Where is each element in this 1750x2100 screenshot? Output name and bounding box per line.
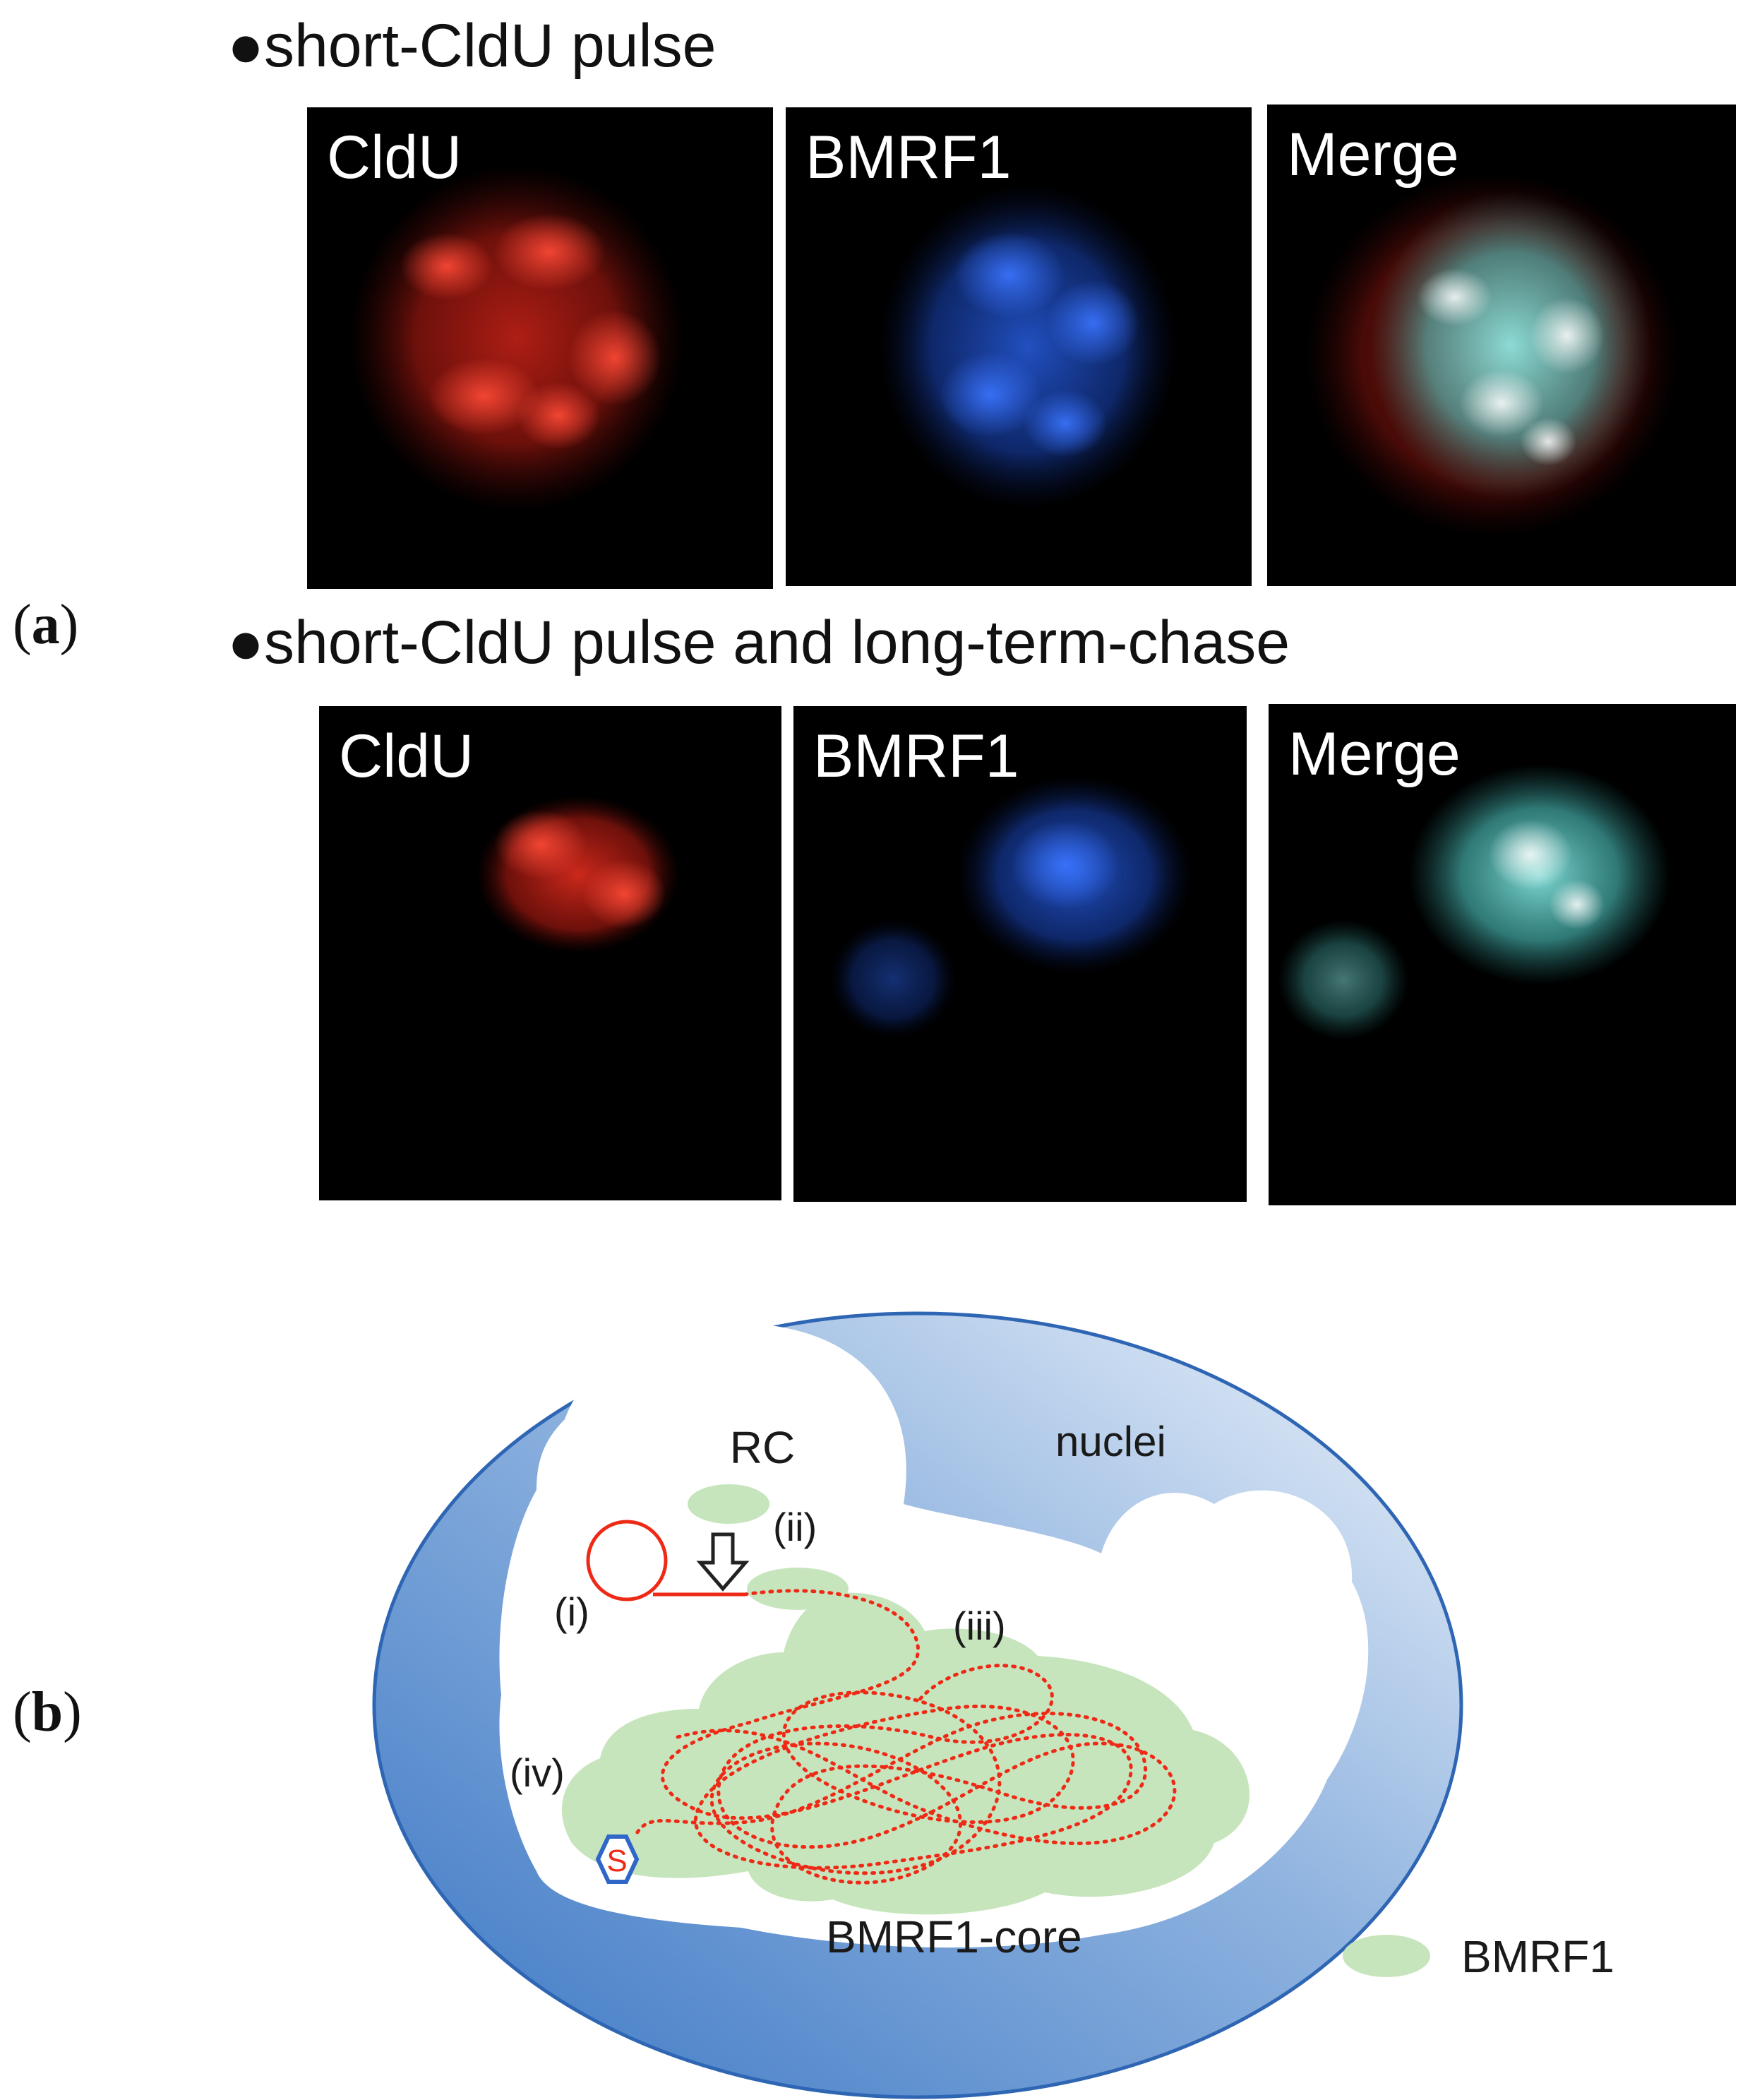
bmrf1-core-label: BMRF1-core — [826, 1911, 1082, 1962]
row2-cldu-image: CldU — [319, 706, 781, 1200]
panel-a-label: (a) — [13, 594, 79, 656]
nuclei-label: nuclei — [1055, 1418, 1166, 1465]
label-i: (i) — [554, 1589, 589, 1634]
row1-bmrf1-image: BMRF1 — [786, 107, 1252, 586]
row2-merge-image: Merge — [1269, 704, 1736, 1205]
row1-cldu-image: CldU — [307, 107, 773, 589]
row1-cldu-label: CldU — [327, 124, 462, 191]
row1-cldu-signal — [349, 165, 685, 512]
row2-bmrf1-label: BMRF1 — [813, 722, 1019, 790]
bmrf1-core — [561, 1592, 1250, 1915]
legend-bmrf1-swatch — [1343, 1935, 1430, 1977]
row1-merge-label: Merge — [1287, 121, 1459, 189]
row1-bmrf1-signal — [879, 184, 1177, 510]
row1-bmrf1-label: BMRF1 — [805, 124, 1012, 191]
panel-b-label: (b) — [13, 1681, 82, 1743]
row2-cldu-signal — [476, 795, 680, 953]
row2-cldu-label: CldU — [339, 722, 474, 790]
hexagon-capsid-icon — [595, 1834, 640, 1884]
tangled-dna — [633, 1589, 1147, 1885]
row2-bmrf1-image: BMRF1 — [793, 706, 1247, 1202]
hexagon-letter: S — [606, 1844, 627, 1878]
tangled-dna-2 — [676, 1664, 1177, 1849]
label-ii: (ii) — [773, 1505, 817, 1549]
label-iii: (iii) — [953, 1604, 1006, 1648]
row2-bmrf1-signal — [829, 775, 1192, 1039]
row2-heading: ●short-CldU pulse and long-term-chase — [227, 609, 1290, 676]
row1-merge-signal — [1305, 172, 1680, 538]
legend-bmrf1-label: BMRF1 — [1461, 1931, 1614, 1982]
bmrf1-blob-ii — [688, 1484, 769, 1524]
replication-compartment-diagram: S RC nuclei (ii) (i) (iii) (iv) BMRF1-co… — [372, 1311, 1614, 2099]
row1-heading: ●short-CldU pulse — [227, 12, 717, 80]
circular-dna — [586, 1520, 668, 1601]
rc-label: RC — [730, 1422, 795, 1473]
label-iv: (iv) — [510, 1750, 565, 1795]
row1-merge-image: Merge — [1267, 105, 1736, 586]
row2-merge-label: Merge — [1288, 720, 1461, 788]
down-arrow-icon — [696, 1532, 750, 1592]
row2-merge-signal — [1278, 764, 1671, 1040]
